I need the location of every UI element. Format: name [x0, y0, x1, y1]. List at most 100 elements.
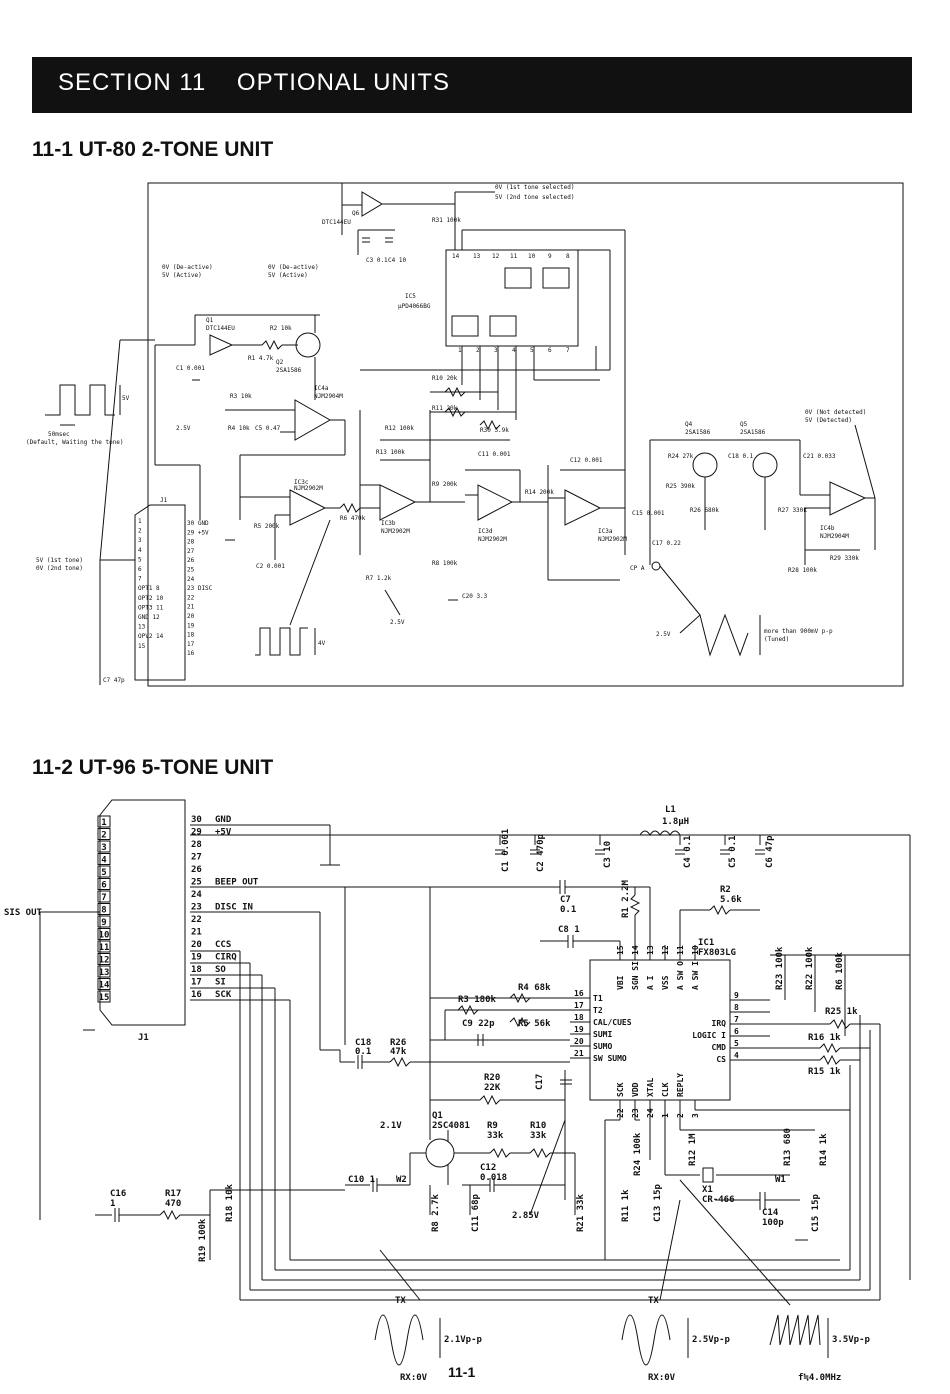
- ut80-j1-pin-left: 5: [138, 556, 142, 563]
- c9-label: C9 22p: [462, 1019, 495, 1029]
- ut96-j1-pin-name: SCK: [215, 990, 232, 1000]
- ut96-j1-pin-name: SO: [215, 965, 226, 975]
- ic5-switch-b: [542, 267, 570, 289]
- ut96-j1-pin-left: 1: [101, 818, 106, 828]
- ut80-j1-pin-right: 19: [187, 622, 195, 629]
- deactive-1-label: 0V (De-active): [162, 264, 213, 271]
- ic3d-symbol: [477, 484, 514, 521]
- c5-label: C5 0.47: [255, 425, 281, 432]
- ic1-pin-num-right: 9: [734, 991, 739, 1000]
- ut96-j1-pin-right: 17: [191, 978, 202, 988]
- ic1-pin-name-left: CAL/CUES: [593, 1018, 632, 1027]
- r20-value: 22K: [484, 1083, 501, 1093]
- tx1-label: TX: [395, 1296, 406, 1306]
- ut80-j1-pin-left: 1: [138, 518, 142, 525]
- c15-label: C15 0.001: [632, 510, 665, 517]
- r10-label: R10: [530, 1121, 546, 1131]
- section2-title: 11-2 UT-96 5-TONE UNIT: [32, 756, 274, 779]
- ic1-pin-num-right: 5: [734, 1039, 739, 1048]
- ut96-j1-pin-box: [97, 828, 111, 840]
- l1-value: 1.8µH: [662, 817, 689, 827]
- ut80-j1-pin-right: 29 +5V: [187, 529, 209, 536]
- ut96-j1-pin-left: 11: [99, 943, 110, 953]
- active-2-label: 5V (Active): [268, 272, 308, 279]
- ic1-pin-name-bottom: REPLY: [676, 1073, 685, 1097]
- ut80-j1-pin-left: 3: [138, 537, 142, 544]
- svg-text:7: 7: [566, 347, 570, 354]
- r17-value: 470: [165, 1199, 181, 1209]
- ic1-pin-name-left: T1: [593, 994, 603, 1003]
- ut80-j1-pin-left: 4: [138, 547, 142, 554]
- tone-sel-2-label: 5V (2nd tone selected): [495, 194, 574, 201]
- c7-label: C7: [560, 895, 571, 905]
- ut96-j1-pin-left: 2: [101, 831, 106, 841]
- ic1-pin-name-right: LOGIC I: [692, 1031, 726, 1040]
- ut96-j1-pin-box: [97, 915, 111, 928]
- x1-label: X1: [702, 1185, 713, 1195]
- q5-label: Q5: [740, 421, 748, 428]
- ic1-pin-name-top: SGN SI: [631, 961, 640, 990]
- q2-symbol: [295, 332, 321, 358]
- ic1-pin-name-right: CS: [716, 1055, 726, 1064]
- r14-label: R14 1k: [819, 1133, 829, 1166]
- r1-label: R1 2.2M: [621, 879, 631, 918]
- r24-label: R24 100k: [633, 1132, 643, 1176]
- ic1-pin-num-top: 15: [616, 945, 625, 955]
- waveform-tx-2: [621, 1314, 671, 1366]
- ic1-pin-name-left: SW SUMO: [593, 1054, 627, 1063]
- ut80-j1-pin-right: 18: [187, 632, 195, 639]
- ic5-body: [445, 249, 579, 347]
- c7-value: 0.1: [560, 905, 576, 915]
- wait-time-label: 50msec: [48, 431, 70, 438]
- r13-label: R13 680: [783, 1128, 793, 1166]
- ic5-pin-14: 14: [452, 253, 460, 260]
- v285-label: 2.85V: [512, 1211, 540, 1221]
- ut96-j1-pin-box: [97, 878, 111, 890]
- svg-text:2: 2: [476, 347, 480, 354]
- ut80-j1-pin-left: 6: [138, 566, 142, 573]
- ut80-j1-pin-right: 26: [187, 557, 195, 564]
- q1-label: Q1: [206, 317, 214, 324]
- c4-label: C4 0.1: [683, 835, 693, 868]
- ic3b-symbol: [379, 484, 417, 521]
- r1-label: R1 4.7k: [248, 355, 274, 362]
- q1-label: Q1: [432, 1111, 443, 1121]
- ic3a-label: IC3a: [598, 528, 613, 535]
- r25-label: R25 390k: [666, 483, 695, 490]
- ic5-switch-d: [489, 315, 517, 337]
- c15-label: C15 15p: [811, 1193, 821, 1232]
- ic1-pin-name-bottom: CLK: [661, 1082, 670, 1097]
- ut96-j1-pin-name: CCS: [215, 940, 231, 950]
- ic4b-part-label: NJM2904M: [820, 533, 849, 540]
- ut96-j1-pin-left: 12: [99, 956, 110, 966]
- ic1-pin-num-left: 20: [574, 1037, 584, 1046]
- r3-label: R3 10k: [230, 393, 252, 400]
- ut96-j1-pin-right: 23: [191, 903, 202, 913]
- r10-value: 33k: [530, 1131, 547, 1141]
- v25b-label: 2.5V: [390, 619, 405, 626]
- r26-label: R26: [390, 1038, 406, 1048]
- r29-label: R29 330k: [830, 555, 859, 562]
- r20-label: R20: [484, 1073, 500, 1083]
- ut96-j1-pin-left: 6: [101, 881, 106, 891]
- l1-inductor: [639, 830, 681, 836]
- r31-label: R31 100k: [432, 217, 461, 224]
- ic3d-part-label: NJM2902M: [478, 536, 507, 543]
- amp2-label: 2.5Vp-p: [692, 1335, 731, 1345]
- c16-value: 1: [110, 1199, 115, 1209]
- rx1-label: RX:0V: [400, 1373, 428, 1383]
- ic1-part-label: FX803LG: [698, 948, 736, 958]
- ut80-j1-pin-right: 23 DISC: [187, 585, 213, 592]
- ic1-pin-name-left: SUMI: [593, 1030, 612, 1039]
- ut80-j1-pin-right: 17: [187, 641, 195, 648]
- ic3a-part-label: NJM2902M: [598, 536, 627, 543]
- ic3d-label: IC3d: [478, 528, 493, 535]
- ut96-j1-pin-right: 20: [191, 940, 202, 950]
- ut96-j1-pin-box: [97, 990, 111, 1003]
- ic1-pin-num-left: 17: [574, 1001, 584, 1010]
- ic3b-part-label: NJM2902M: [381, 528, 410, 535]
- r12-label: R12 100k: [385, 425, 414, 432]
- svg-text:6: 6: [548, 347, 552, 354]
- c14-label: C14: [762, 1208, 779, 1218]
- r22-label: R22 100k: [805, 946, 815, 990]
